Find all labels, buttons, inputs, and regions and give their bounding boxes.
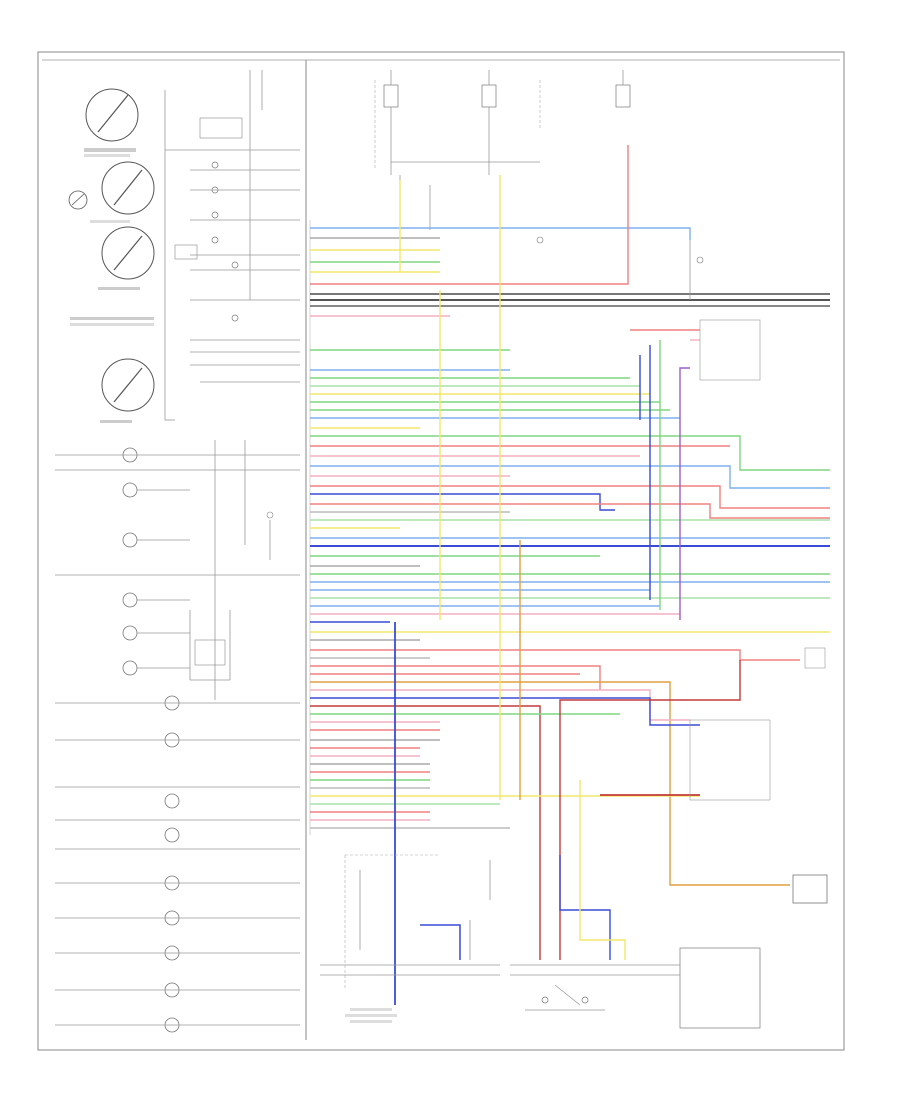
gauge-tachometer (101, 161, 155, 215)
module-box-right (792, 874, 828, 904)
indicator-lamp-10 (164, 827, 180, 843)
connector-block-upper-right (699, 319, 761, 381)
gauge-icon (101, 358, 155, 412)
wire-light-blue-1 (310, 227, 691, 240)
instrument-cluster-section (55, 70, 300, 1033)
indicator-lamp-icon (164, 793, 180, 809)
switch-icon (231, 314, 239, 322)
wire-red-5 (310, 649, 800, 661)
gauge-speedometer (85, 88, 139, 142)
riser-violet-right (679, 367, 690, 620)
indicator-lamp-icon (122, 660, 138, 676)
fuse-panel-area (374, 70, 631, 230)
diagram-frame (37, 51, 845, 1051)
wire-red-8 (310, 705, 541, 960)
bottom-switch-area (320, 854, 761, 1023)
connector-block-lower (679, 947, 761, 1029)
right-components (536, 236, 828, 1029)
switch-icon (211, 161, 219, 169)
gauge-small-tach (68, 190, 88, 210)
indicator-lamp-icon (122, 592, 138, 608)
fuse-icon (481, 84, 497, 108)
indicator-lamp-icon (164, 827, 180, 843)
gauge-icon (101, 226, 155, 280)
indicator-lamp-icon (122, 625, 138, 641)
gauge-icon (101, 161, 155, 215)
wire-red-1 (310, 145, 629, 285)
riser-dark-red (559, 660, 741, 960)
ground-icon (536, 236, 544, 244)
switch-icon (211, 211, 219, 219)
riser-blue-bottom (559, 855, 611, 960)
lamp-driver-box (194, 639, 226, 666)
switch-icon (231, 261, 239, 269)
gauge-icon (68, 190, 88, 210)
wire-red-4 (310, 503, 830, 519)
wire-red-3 (310, 485, 830, 509)
gauge-fuel (101, 358, 155, 412)
indicator-lamp-icon (122, 482, 138, 498)
gauge-labels (70, 148, 154, 423)
indicator-lamp-5 (122, 625, 138, 641)
connector-small-right (804, 647, 826, 669)
indicator-lamp-2 (122, 482, 138, 498)
fuse-icon (383, 84, 399, 108)
indicator-lamp-4 (122, 592, 138, 608)
wire-orange-1 (310, 681, 790, 886)
indicator-lamp-9 (164, 793, 180, 809)
indicator-lamp-icon (122, 532, 138, 548)
wire-light-blue-long (310, 465, 830, 489)
switch-icon (211, 236, 219, 244)
switch-icon (581, 996, 589, 1004)
wire-green-long-1 (310, 435, 830, 471)
connector-icon (696, 256, 704, 264)
left-cluster-traces (165, 149, 300, 421)
indicator-lamp-3 (122, 532, 138, 548)
wire-blue-3 (310, 697, 700, 726)
switch-icon (541, 996, 549, 1004)
wire-blue-1 (310, 493, 615, 511)
wire-red-6 (310, 665, 601, 690)
fuse-icon (615, 84, 631, 108)
indicator-lamp-6 (122, 660, 138, 676)
ground-icon (266, 511, 274, 519)
gauge-coolant (101, 226, 155, 280)
riser-yellow-bottom (579, 780, 626, 960)
lamp-traces (55, 440, 300, 1026)
wire-bundle (310, 145, 830, 1005)
internal-switch-cluster (174, 117, 243, 322)
riser-blue-bottom-left (420, 924, 461, 960)
connector-block-middle-right (689, 719, 771, 801)
gauge-icon (85, 88, 139, 142)
